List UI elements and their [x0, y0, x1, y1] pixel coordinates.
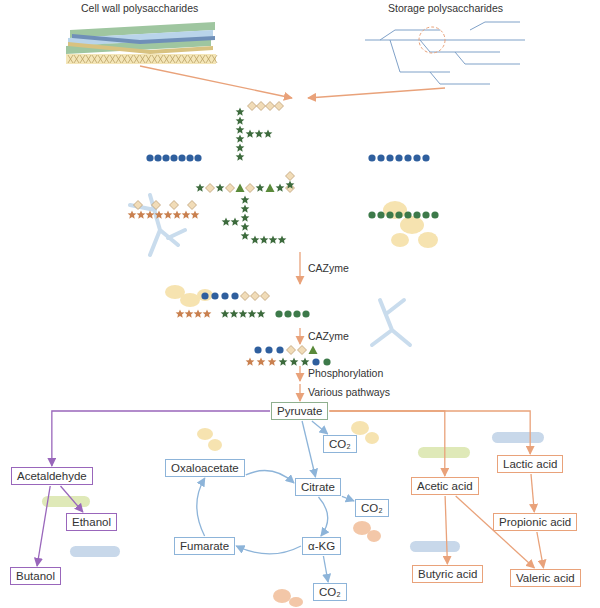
step-label: CAZyme: [308, 330, 349, 343]
flow-connector: [37, 486, 50, 566]
process-box: Valeric acid: [510, 569, 581, 587]
step-label: Various pathways: [308, 386, 390, 399]
process-box: CO₂: [323, 435, 357, 453]
process-box: Oxaloacetate: [165, 459, 245, 477]
node-text: Ethanol: [72, 515, 111, 529]
process-box: Butyric acid: [412, 565, 483, 583]
node-text: Fumarate: [180, 539, 229, 553]
node-text: CO₂: [361, 501, 383, 515]
cell-wall-illustration: [66, 22, 217, 64]
node-text: Pyruvate: [277, 404, 322, 418]
storage-illustration: [365, 22, 525, 84]
process-box: α-KG: [302, 537, 341, 555]
flow-connector: [329, 411, 444, 476]
flow-connector: [236, 546, 301, 554]
flow-connector: [319, 497, 328, 536]
flow-connector: [342, 496, 354, 501]
process-box: Lactic acid: [497, 455, 563, 473]
process-box: Butanol: [10, 567, 61, 585]
process-box: Ethanol: [66, 513, 117, 531]
node-text: Butyric acid: [418, 567, 477, 581]
flow-connector: [456, 496, 535, 568]
microbe-illustrations: [42, 195, 544, 607]
node-text: Oxaloacetate: [171, 461, 239, 475]
flow-connector: [246, 471, 294, 483]
node-text: CO₂: [329, 437, 351, 451]
flow-connector: [445, 496, 447, 564]
section-label: Storage polysaccharides: [388, 2, 503, 15]
process-box: Pyruvate: [271, 402, 328, 420]
process-box: CO₂: [355, 499, 389, 517]
node-text: Acetic acid: [417, 479, 473, 493]
flow-connector: [197, 478, 205, 536]
flow-arrow: [308, 88, 445, 98]
node-text: α-KG: [308, 539, 335, 553]
process-box: Acetaldehyde: [11, 467, 93, 485]
section-label: Cell wall polysaccharides: [81, 2, 198, 15]
flow-connector: [531, 474, 534, 512]
node-text: CO₂: [319, 585, 341, 599]
node-text: Valeric acid: [516, 571, 575, 585]
flow-connector: [323, 556, 328, 582]
flow-arrows: [299, 252, 300, 401]
step-label: Phosphorylation: [308, 367, 383, 380]
node-text: Lactic acid: [503, 457, 557, 471]
sugar-chains: [128, 102, 439, 366]
flow-arrow: [140, 66, 292, 98]
flow-connector: [537, 532, 544, 568]
process-box: Acetic acid: [411, 477, 479, 495]
step-label: CAZyme: [308, 262, 349, 275]
process-box: Citrate: [295, 478, 341, 496]
node-text: Acetaldehyde: [17, 469, 87, 483]
process-box: Propionic acid: [493, 513, 577, 531]
process-box: Fumarate: [174, 537, 235, 555]
node-text: Propionic acid: [499, 515, 571, 529]
flow-connector: [312, 421, 328, 434]
flow-connector: [52, 411, 270, 466]
process-box: CO₂: [313, 583, 347, 601]
node-text: Citrate: [301, 480, 335, 494]
flow-connector: [329, 411, 530, 454]
flow-connector: [61, 486, 83, 512]
flow-connector: [302, 421, 315, 477]
node-text: Butanol: [16, 569, 55, 583]
